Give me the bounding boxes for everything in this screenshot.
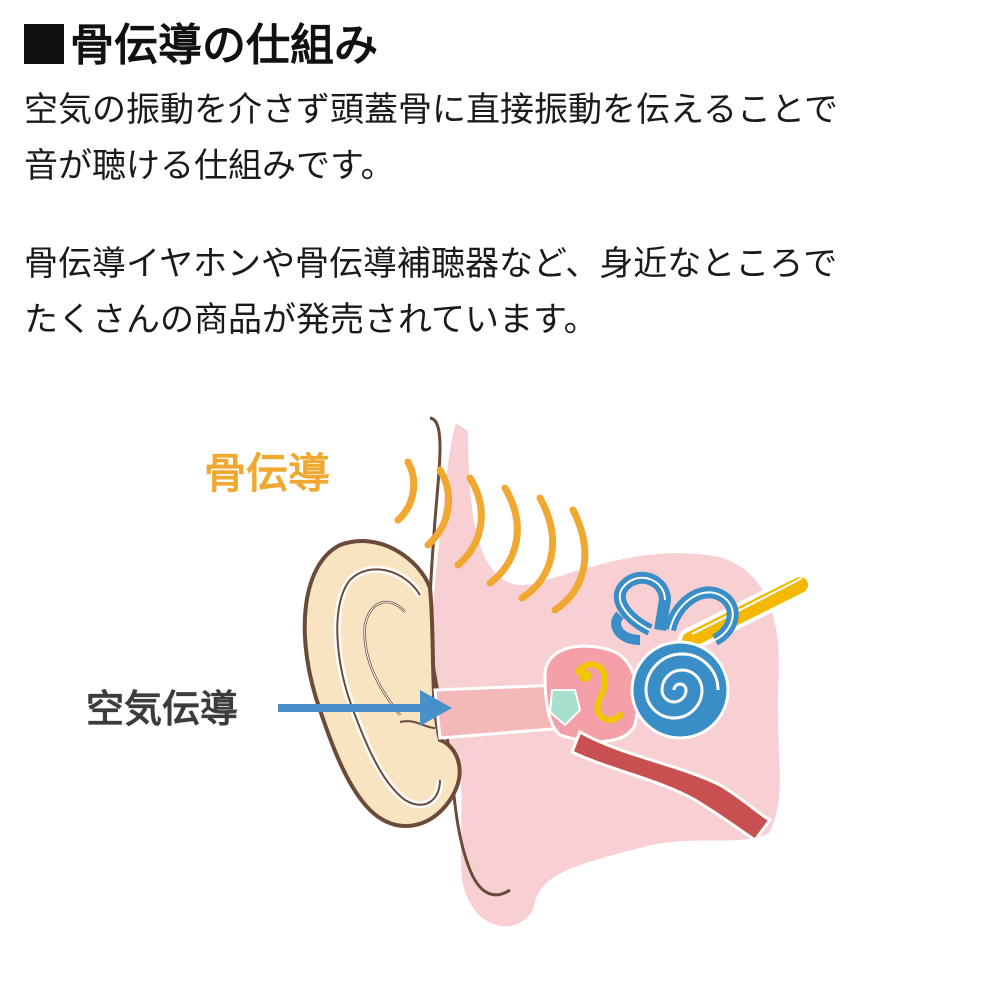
semicircular-canal-highlight xyxy=(618,576,734,641)
square-bullet-icon xyxy=(24,24,64,64)
ossicles xyxy=(575,661,623,723)
page-title: 骨伝導の仕組み xyxy=(24,14,378,78)
products-paragraph: 骨伝導イヤホンや骨伝導補聴器など、身近なところで たくさんの商品が発売されていま… xyxy=(24,236,837,348)
bone-conduction-label: 骨伝導 xyxy=(204,449,330,498)
vibration-wave-1 xyxy=(394,458,418,524)
vibration-wave-4 xyxy=(486,484,521,587)
semicircular-canal-3 xyxy=(611,611,641,645)
ossicle-head xyxy=(579,670,591,682)
vibration-wave-2 xyxy=(424,466,453,549)
description-line-2: 音が聴ける仕組みです。 xyxy=(24,146,395,186)
auricle-inner-line xyxy=(336,568,441,806)
eustachian-tube xyxy=(570,729,773,843)
description-line-1: 空気の振動を介さず頭蓋骨に直接振動を伝えることで xyxy=(24,90,838,130)
vibration-wave-5 xyxy=(518,494,556,602)
ear-anatomy-diagram: 骨伝導 空気伝導 xyxy=(86,416,812,931)
air-conduction-arrow-icon xyxy=(278,690,452,726)
tragus-curve xyxy=(399,720,436,729)
page-title-text: 骨伝導の仕組み xyxy=(70,20,378,71)
antihelix-highlight xyxy=(364,601,406,716)
description-paragraph: 空気の振動を介さず頭蓋骨に直接振動を伝えることで 音が聴ける仕組みです。 xyxy=(24,82,838,194)
eardrum xyxy=(548,689,582,727)
vibration-wave-6 xyxy=(551,506,589,614)
vibration-waves xyxy=(394,458,589,614)
auditory-nerve-stripe xyxy=(691,577,803,635)
air-conduction-label: 空気伝導 xyxy=(86,687,238,731)
auditory-nerve-fill xyxy=(682,577,808,648)
products-line-2: たくさんの商品が発売されています。 xyxy=(24,300,598,340)
products-line-1: 骨伝導イヤホンや骨伝導補聴器など、身近なところで xyxy=(24,244,838,284)
vibration-wave-3 xyxy=(454,474,485,569)
cochlea-spiral xyxy=(644,652,720,720)
